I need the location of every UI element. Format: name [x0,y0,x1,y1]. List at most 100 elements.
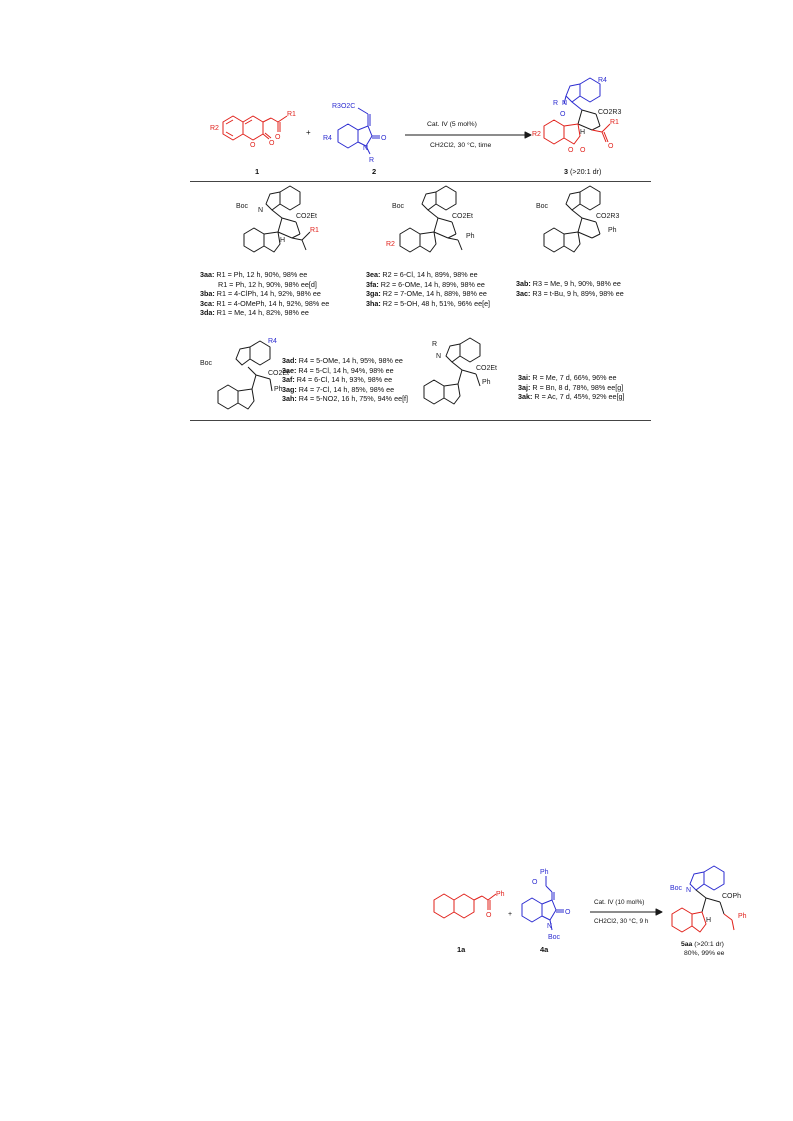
s2-ph: Ph [466,233,475,240]
s2-4a-boc: Boc [548,934,561,941]
product-ketone-o-label: O [608,143,614,150]
s2-5aa-ph: Ph [738,913,747,920]
product-3-structure: R4 R N O CO2R3 R1 O R2 H O O [532,77,621,154]
scope-structure-5: R N CO2Et Ph [423,337,497,405]
s2-boc: Boc [392,203,405,210]
s5-r: R [432,341,437,348]
product-5aa-label: 5aa [681,941,693,948]
s3-co2r3: CO2R3 [596,213,619,220]
group1-row-1: 3aa: R1 = Ph, 12 h, 90%, 98% ee [200,270,308,279]
s5-co2et: CO2Et [476,365,497,372]
plus-sign-2: + [508,911,513,918]
condition-2-catalyst: Cat. IV (10 mol%) [594,899,645,906]
condition-catalyst: Cat. IV (5 mol%) [427,121,477,128]
reactant-1-structure: R2 R1 O O O [210,111,296,149]
s1-co2et: CO2Et [296,213,317,220]
group5-row-3: 3ak: R = Ac, 7 d, 45%, 92% ee[g] [518,392,625,402]
group4-row-4: 3ag: R4 = 7-Cl, 14 h, 85%, 98% ee [282,384,395,394]
product-5aa-dr: (>20:1 dr) [694,941,724,948]
s3-ph: Ph [608,227,617,234]
s2-5aa-h: H [706,917,711,924]
group2-row-1: 3ea: R2 = 6-Cl, 14 h, 89%, 98% ee [366,270,478,279]
product-n-label: N [562,100,567,107]
product-3-dr: (>20:1 dr) [570,167,602,176]
condition-2-solvent: CH2Cl2, 30 °C, 9 h [594,918,649,925]
s5-ph: Ph [482,379,491,386]
s2-4a-ph: Ph [540,869,549,876]
lactone-o-label: O [269,140,275,147]
product-3-caption: 3 (>20:1 dr) [564,167,601,176]
r3o2c-label: R3O2C [332,103,355,110]
scope-structure-4: Boc R4 CO2Et Ph [200,338,289,410]
r-label: R [369,157,374,164]
s5-n: N [436,353,441,360]
ketone-o-label: O [275,134,281,141]
group4-row-5: 3ah: R4 = 5-NO2, 16 h, 75%, 94% ee[f] [282,394,409,404]
group2-row-3: 3ga: R2 = 7-OMe, 14 h, 88%, 98% ee [366,289,487,299]
s2-r2: R2 [386,241,395,248]
group2-row-4: 3ha: R2 = 5-OH, 48 h, 51%, 96% ee[e] [366,298,491,308]
product-co2r3-label: CO2R3 [598,109,621,116]
s2-5aa-boc: Boc [670,885,683,892]
group3-list: 3ab: R3 = Me, 9 h, 90%, 98% ee 3ac: R3 =… [516,279,624,298]
s1-h: H [280,237,285,244]
group2-list: 3ea: R2 = 6-Cl, 14 h, 89%, 98% ee 3fa: R… [366,270,490,308]
reaction-arrow [405,131,532,139]
group4-row-1: 3ad: R4 = 5-OMe, 14 h, 95%, 98% ee [282,356,403,365]
product-3-label: 3 [564,167,568,176]
s4-r4: R4 [268,338,277,345]
scheme-bottom-rule [190,420,651,421]
product-h-label: H [580,129,585,136]
condition-solvent: CH2Cl2, 30 °C, time [430,142,492,149]
group5-row-1: 3ai: R = Me, 7 d, 66%, 96% ee [518,373,617,382]
group4-list: 3ad: R4 = 5-OMe, 14 h, 95%, 98% ee 3ae: … [282,356,408,404]
product-r1-label: R1 [610,119,619,126]
group3-row-2: 3ac: R3 = t-Bu, 9 h, 89%, 98% ee [516,288,624,298]
scope-structure-2: Boc CO2Et Ph R2 [386,185,475,253]
reactant-2-label: 2 [372,167,377,176]
s2-5aa-n: N [686,887,691,894]
product-ring-o-label: O [568,147,574,154]
s1-n: N [258,207,263,214]
reactant-1-label: 1 [255,167,260,176]
s2-4a-n: N [547,923,552,930]
group1-row-4: 3ca: R1 = 4-OMePh, 14 h, 92%, 98% ee [200,298,330,308]
product-r2-label: R2 [532,131,541,138]
s2-5aa-coph: COPh [722,893,741,900]
group3-row-1: 3ab: R3 = Me, 9 h, 90%, 98% ee [516,279,621,288]
r4-label: R4 [323,135,332,142]
reactant-4a-structure: Ph O O N Boc [521,869,571,941]
n-label: N [363,145,368,152]
product-5aa-structure: Boc N COPh Ph H [670,865,747,933]
plus-sign: + [306,128,311,137]
group1-row-3: 3ba: R1 = 4-ClPh, 14 h, 92%, 98% ee [200,289,321,299]
r2-label: R2 [210,125,219,132]
reactant-1a-label: 1a [457,945,466,954]
group5-list: 3ai: R = Me, 7 d, 66%, 96% ee 3aj: R = B… [518,373,625,402]
s2-4a-o2: O [565,909,571,916]
s1-boc: Boc [236,203,249,210]
group5-row-2: 3aj: R = Bn, 8 d, 78%, 98% ee[g] [518,382,624,392]
reaction-arrow-2 [590,908,663,916]
group4-row-2: 3ae: R4 = 5-Cl, 14 h, 94%, 98% ee [282,365,394,375]
s2-r1-ph: Ph [496,891,505,898]
product-r4-label: R4 [598,77,607,84]
reactant-4a-label: 4a [540,945,549,954]
scope-structure-3: Boc CO2R3 Ph [536,185,619,253]
product-o-label: O [560,111,566,118]
group4-row-3: 3af: R4 = 6-Cl, 14 h, 93%, 98% ee [282,375,393,385]
reactant-1a-structure: Ph O [433,891,505,919]
scope-structure-1: Boc N CO2Et R1 H [236,185,319,253]
group1-row-2: R1 = Ph, 12 h, 90%, 98% ee[d] [218,279,317,289]
s4-co2et: CO2Et [268,370,289,377]
carbonyl-o-label: O [381,135,387,142]
s1-r1: R1 [310,227,319,234]
group1-row-5: 3da: R1 = Me, 14 h, 82%, 98% ee [200,308,309,318]
product-5aa-caption: 5aa (>20:1 dr) [681,941,724,948]
s4-boc: Boc [200,360,213,367]
group1-list: 3aa: R1 = Ph, 12 h, 90%, 98% ee R1 = Ph,… [200,270,329,318]
ring-o-label: O [250,142,256,149]
scheme-top-rule [190,181,651,182]
s2-r1-o: O [486,912,492,919]
group2-row-2: 3fa: R2 = 6-OMe, 14 h, 89%, 98% ee [366,279,485,289]
